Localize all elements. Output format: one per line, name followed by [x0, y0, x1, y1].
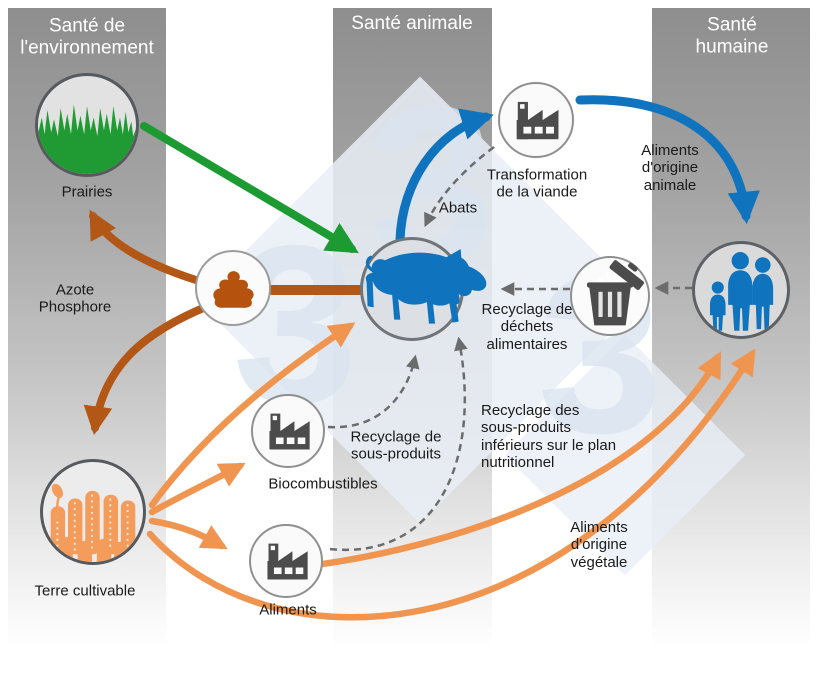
node-humans	[692, 241, 790, 339]
meat-processing-label: Transformation de la viande	[486, 166, 588, 201]
inferior-byproducts-label: Recyclage des sous-produits inférieurs s…	[481, 402, 617, 472]
biofuels-label: Biocombustibles	[268, 475, 378, 493]
animal-food-label: Aliments d'origine animale	[641, 141, 699, 194]
node-arable-land	[40, 459, 146, 565]
prairies-label: Prairies	[61, 183, 113, 201]
node-prairies	[35, 73, 139, 177]
nutrients-label: Azote Phosphore	[38, 281, 112, 316]
factory-icon	[267, 543, 308, 580]
feed-mill-label: Aliments	[259, 601, 317, 619]
arrow-prairies-to-pig	[140, 122, 359, 254]
food-waste-recycling-label: Recyclage de déchets alimentaires	[481, 300, 573, 353]
node-manure	[195, 250, 271, 326]
node-meat-processing	[498, 82, 574, 158]
column-header-animal: Santé animale	[351, 12, 473, 34]
plant-food-label: Aliments d'origine végétale	[570, 518, 628, 571]
grass-icon	[38, 104, 136, 174]
factory-icon	[516, 101, 559, 140]
node-biofuels	[251, 394, 325, 468]
node-feed-mill	[249, 524, 323, 598]
manure-icon	[213, 271, 254, 308]
byproduct-recycling-label: Recyclage de sous-produits	[350, 428, 442, 463]
column-header-environment: Santé de l'environnement	[20, 15, 154, 59]
wheat-icon	[50, 483, 136, 562]
node-pig	[360, 237, 464, 341]
arable-land-label: Terre cultivable	[34, 582, 136, 600]
family-icon	[709, 252, 774, 331]
factory-icon	[269, 413, 310, 450]
column-header-human: Santé humaine	[695, 14, 769, 58]
node-food-waste	[570, 256, 650, 336]
offal-label: Abats	[438, 199, 478, 217]
